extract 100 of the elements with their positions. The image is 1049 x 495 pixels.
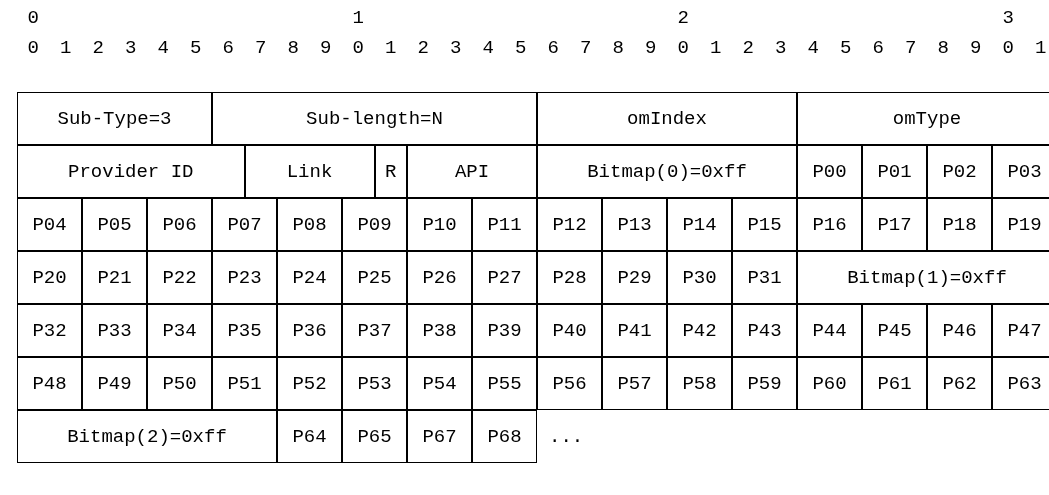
bit-number: 8 [936, 38, 950, 58]
bit-number: 7 [904, 38, 918, 58]
bit-number: 2 [416, 38, 430, 58]
packet-field: P54 [407, 357, 472, 410]
bit-number: 2 [91, 38, 105, 58]
packet-field: P53 [342, 357, 407, 410]
packet-field: P52 [277, 357, 342, 410]
bit-number: 9 [969, 38, 983, 58]
packet-field: P44 [797, 304, 862, 357]
bit-number: 1 [1034, 38, 1048, 58]
packet-field: P61 [862, 357, 927, 410]
packet-field: P16 [797, 198, 862, 251]
bit-number: 5 [514, 38, 528, 58]
packet-field: P62 [927, 357, 992, 410]
packet-field: P28 [537, 251, 602, 304]
bit-number: 6 [221, 38, 235, 58]
packet-field: omIndex [537, 92, 797, 145]
packet-field: P15 [732, 198, 797, 251]
bit-number: 0 [1001, 38, 1015, 58]
packet-field: P21 [82, 251, 147, 304]
bit-number: 2 [741, 38, 755, 58]
bit-number: 6 [546, 38, 560, 58]
packet-field: P03 [992, 145, 1049, 198]
bit-number: 1 [709, 38, 723, 58]
packet-field: P07 [212, 198, 277, 251]
packet-field: P05 [82, 198, 147, 251]
packet-field: P42 [667, 304, 732, 357]
packet-field: P04 [17, 198, 82, 251]
packet-field: P67 [407, 410, 472, 463]
packet-field: P22 [147, 251, 212, 304]
bit-number: 4 [806, 38, 820, 58]
packet-field: P09 [342, 198, 407, 251]
bit-number: 0 [351, 38, 365, 58]
packet-field: P18 [927, 198, 992, 251]
bit-number: 4 [481, 38, 495, 58]
bit-number: 0 [676, 38, 690, 58]
packet-field: P58 [667, 357, 732, 410]
packet-field: P14 [667, 198, 732, 251]
bit-scale-number: 0 [26, 8, 40, 28]
packet-field: P11 [472, 198, 537, 251]
bit-number: 0 [26, 38, 40, 58]
packet-field: P32 [17, 304, 82, 357]
bit-number: 1 [384, 38, 398, 58]
packet-field: P39 [472, 304, 537, 357]
bit-number: 8 [611, 38, 625, 58]
packet-field: R [374, 145, 407, 198]
packet-field: P68 [472, 410, 537, 463]
packet-field: P60 [797, 357, 862, 410]
packet-field: P31 [732, 251, 797, 304]
packet-field: P64 [277, 410, 342, 463]
packet-field: P45 [862, 304, 927, 357]
packet-field: P38 [407, 304, 472, 357]
bit-number: 3 [124, 38, 138, 58]
packet-field: Bitmap(1)=0xff [797, 251, 1049, 304]
bit-number: 1 [59, 38, 73, 58]
bit-number: 7 [579, 38, 593, 58]
packet-field: P65 [342, 410, 407, 463]
packet-field: P12 [537, 198, 602, 251]
packet-field: P41 [602, 304, 667, 357]
packet-field: Sub-length=N [212, 92, 537, 145]
packet-field: P23 [212, 251, 277, 304]
bit-scale-number: 2 [676, 8, 690, 28]
packet-field: P55 [472, 357, 537, 410]
packet-field: Sub-Type=3 [17, 92, 212, 145]
continuation-ellipsis: ... [548, 424, 585, 450]
bit-scale-number: 1 [351, 8, 365, 28]
packet-field: P30 [667, 251, 732, 304]
bit-number: 5 [839, 38, 853, 58]
bit-number: 8 [286, 38, 300, 58]
packet-field: P57 [602, 357, 667, 410]
packet-field: P25 [342, 251, 407, 304]
packet-field: P17 [862, 198, 927, 251]
packet-field: P48 [17, 357, 82, 410]
packet-field: Provider ID [17, 145, 245, 198]
packet-field: P08 [277, 198, 342, 251]
packet-field: Bitmap(0)=0xff [537, 145, 797, 198]
packet-field: P26 [407, 251, 472, 304]
packet-field: P46 [927, 304, 992, 357]
packet-field: Link [244, 145, 375, 198]
packet-field: P29 [602, 251, 667, 304]
bit-number: 5 [189, 38, 203, 58]
bit-number: 9 [644, 38, 658, 58]
packet-field: P51 [212, 357, 277, 410]
packet-field: P06 [147, 198, 212, 251]
packet-field: P43 [732, 304, 797, 357]
packet-field: P10 [407, 198, 472, 251]
bit-number: 7 [254, 38, 268, 58]
bit-number: 6 [871, 38, 885, 58]
packet-field: P40 [537, 304, 602, 357]
packet-field: P37 [342, 304, 407, 357]
bit-number: 9 [319, 38, 333, 58]
packet-field: P63 [992, 357, 1049, 410]
packet-field: P49 [82, 357, 147, 410]
packet-field: P01 [862, 145, 927, 198]
packet-field: P19 [992, 198, 1049, 251]
packet-field: P35 [212, 304, 277, 357]
packet-field: P00 [797, 145, 862, 198]
packet-field: P34 [147, 304, 212, 357]
packet-field: Bitmap(2)=0xff [17, 410, 277, 463]
bit-number: 3 [774, 38, 788, 58]
